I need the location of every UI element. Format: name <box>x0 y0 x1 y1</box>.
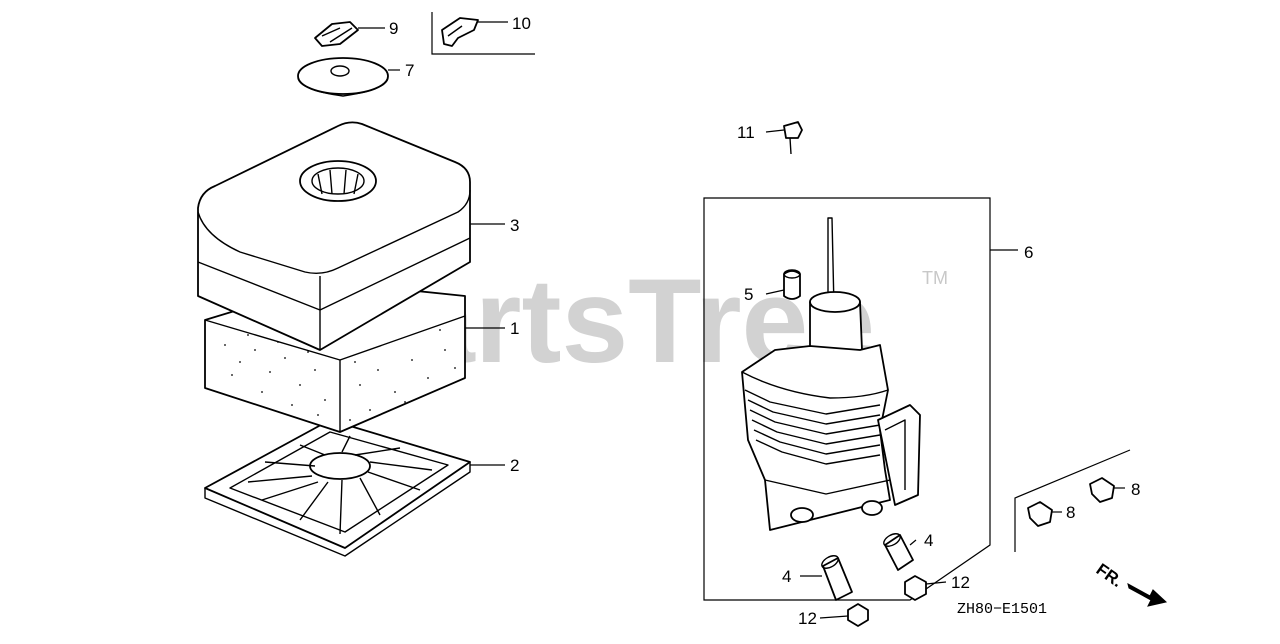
bracket-10 <box>431 12 535 55</box>
part-clip[interactable] <box>314 21 359 47</box>
part-seal-washer[interactable] <box>297 57 389 97</box>
callout-5: 5 <box>744 285 753 304</box>
part-bolt[interactable] <box>783 121 803 155</box>
callout-3: 3 <box>510 216 519 235</box>
callout-8-right: 8 <box>1131 480 1140 499</box>
bracket-8 <box>1014 449 1131 552</box>
callout-7: 7 <box>405 61 414 80</box>
callout-4-upper: 4 <box>924 531 933 550</box>
part-breather-clip[interactable] <box>441 17 479 47</box>
part-collar-b[interactable] <box>820 553 853 601</box>
watermark-trademark: TM <box>922 268 948 288</box>
part-nut-b[interactable] <box>847 603 869 627</box>
part-cleaner-cover[interactable] <box>197 121 471 351</box>
callout-8-left: 8 <box>1066 503 1075 522</box>
part-nut-a[interactable] <box>904 575 927 601</box>
part-sleeve[interactable] <box>783 269 801 300</box>
bracket-6 <box>703 197 991 601</box>
callout-4-lower: 4 <box>782 567 791 586</box>
front-direction-indicator: FR. <box>1093 560 1168 607</box>
callout-11: 11 <box>737 123 755 142</box>
part-cap-b[interactable] <box>1089 477 1115 503</box>
callout-10: 10 <box>512 14 531 33</box>
callout-12-upper: 12 <box>951 573 970 592</box>
part-collar-a[interactable] <box>882 531 914 571</box>
front-arrow-icon <box>1127 583 1168 607</box>
callout-6: 6 <box>1024 243 1033 262</box>
front-direction-label: FR. <box>1093 560 1126 591</box>
part-base-grid[interactable] <box>204 419 471 557</box>
callout-12-lower: 12 <box>798 609 817 628</box>
part-elbow-assembly[interactable] <box>741 217 921 531</box>
part-cap-a[interactable] <box>1027 501 1053 527</box>
leader-lines <box>358 21 1125 619</box>
callout-1: 1 <box>510 319 519 338</box>
callout-2: 2 <box>510 456 519 475</box>
callout-9: 9 <box>389 19 398 38</box>
callouts: 9 10 7 3 1 2 11 5 6 4 4 12 12 8 8 <box>389 14 1140 628</box>
diagram-code: ZH80−E1501 <box>957 601 1047 618</box>
